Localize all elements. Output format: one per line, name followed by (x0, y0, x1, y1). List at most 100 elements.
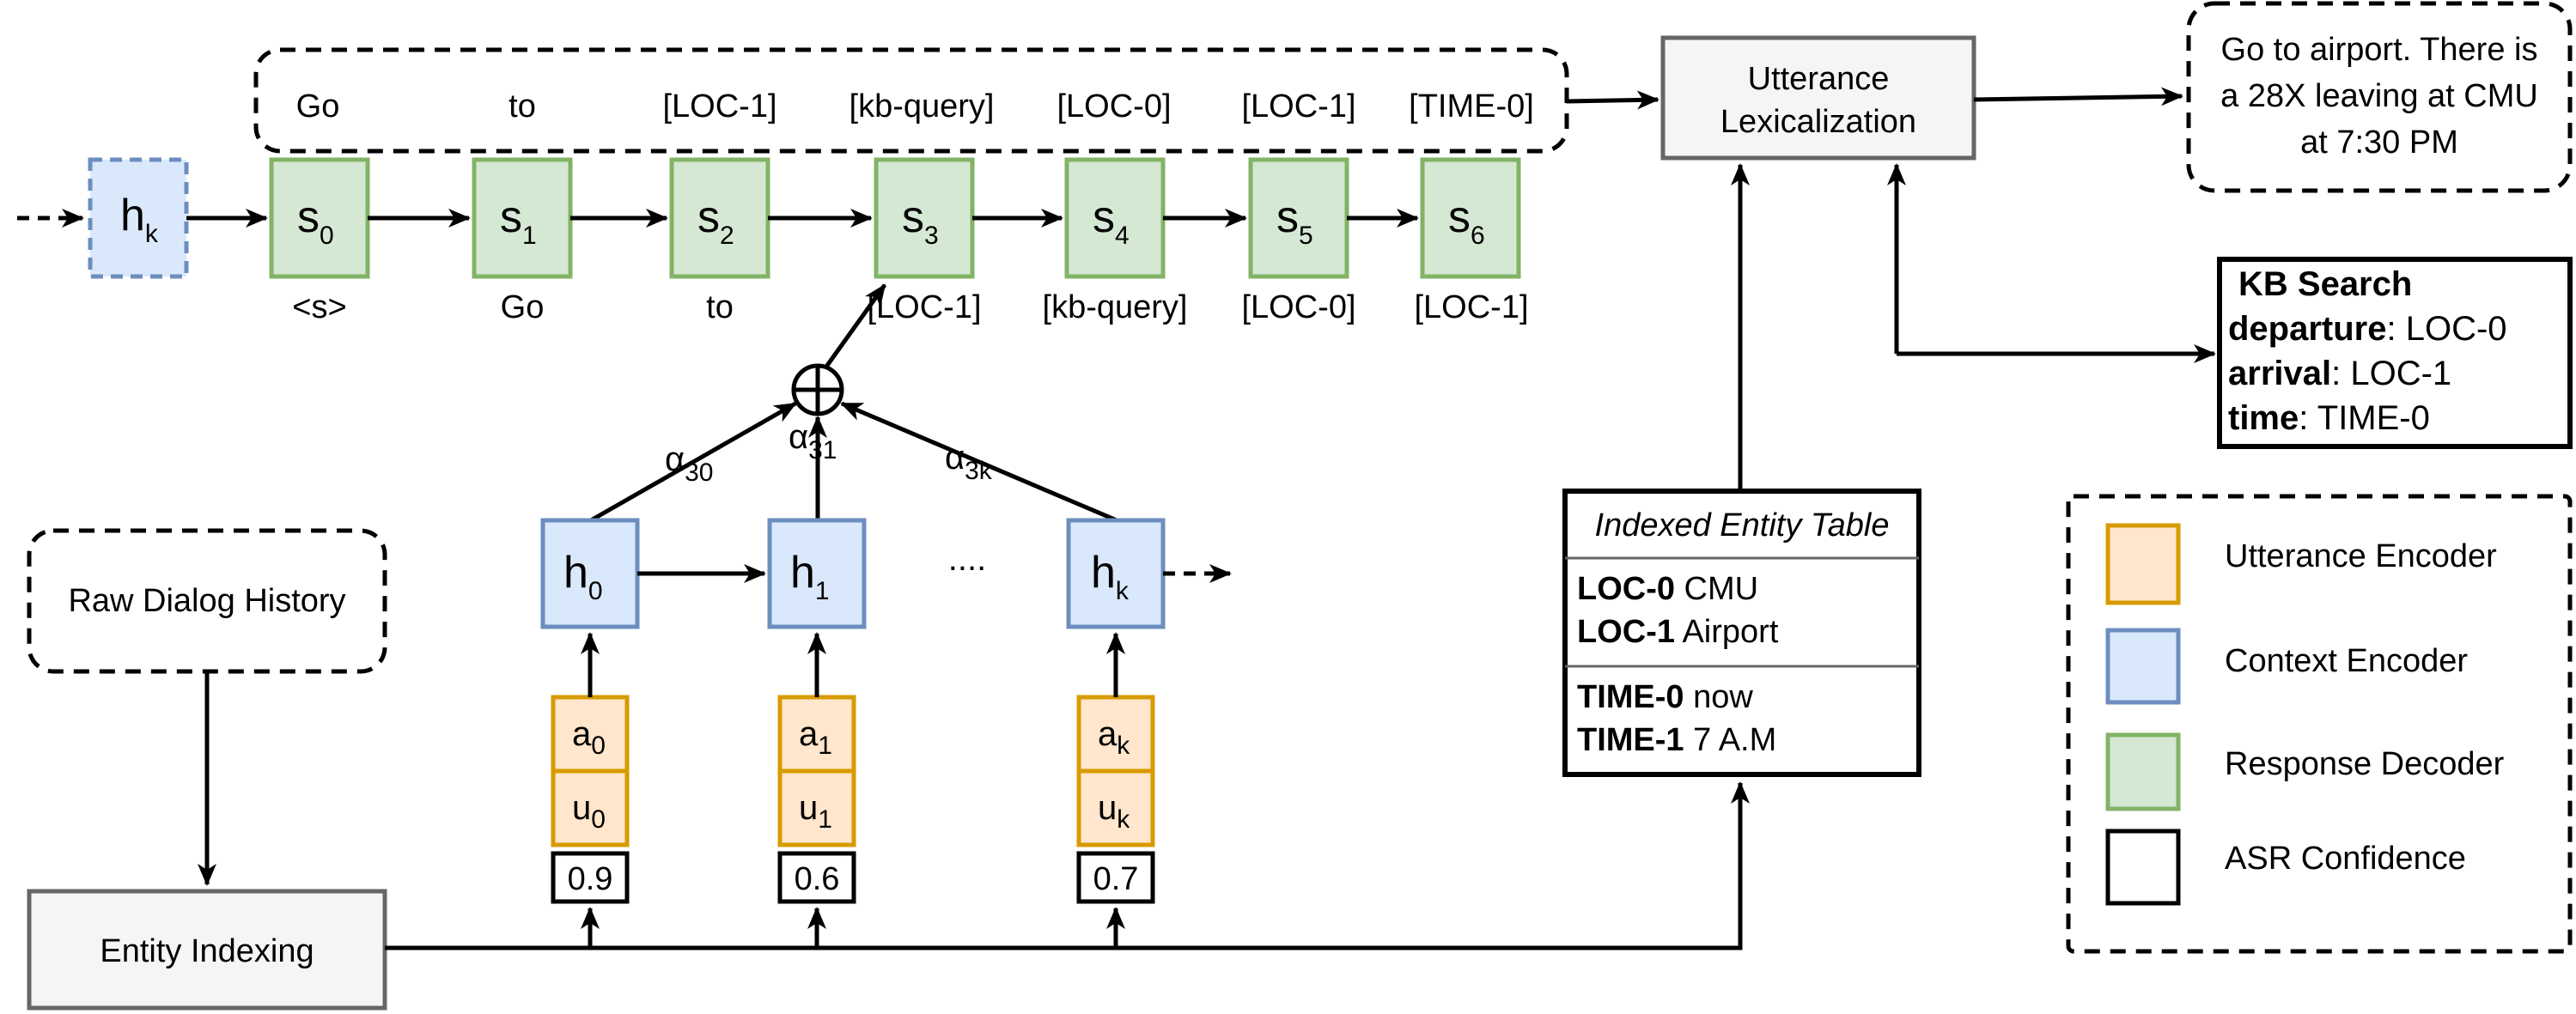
decoder-states: s0 s1 s2 s3 s4 s5 s6 (269, 157, 1521, 279)
decoder-word: [LOC-0] (1057, 88, 1171, 124)
decoder-state-label: s4 (1093, 192, 1130, 250)
encoder-u-box (1076, 768, 1155, 847)
confidence-box (551, 851, 630, 904)
raw-dialog-history-label: Raw Dialog History (68, 583, 345, 619)
attention-arrow (589, 401, 797, 523)
confidence-value: 0.6 (795, 861, 840, 897)
decoder-state-label: s0 (297, 192, 334, 250)
context-state-label: hk (1091, 548, 1130, 605)
decoder-state-box (472, 157, 573, 279)
legend-label: ASR Confidence (2225, 841, 2466, 877)
entity-row: TIME-0 now (1577, 679, 1753, 715)
decoder-output-words: Go to [LOC-1] [kb-query] [LOC-0] [LOC-1]… (296, 88, 1534, 124)
indexed-entity-table: Indexed Entity Table LOC-0 CMU LOC-1 Air… (1562, 489, 1921, 777)
output-response-line: a 28X leaving at CMU (2220, 78, 2538, 114)
lexicalization-to-output-arrow (1973, 87, 2183, 106)
prev-context-label: hk (120, 191, 159, 248)
decoder-state-label: s6 (1448, 192, 1485, 250)
decoder-input: Go (501, 289, 545, 325)
utterance-lexicalization-label: Lexicalization (1720, 104, 1916, 140)
utterance-lexicalization-label: Utterance (1748, 61, 1890, 97)
attention-weight: α3k (945, 439, 993, 485)
attention-weight: α30 (665, 440, 714, 487)
encoder-u-label: uk (1098, 789, 1130, 834)
encoder-u-box (777, 768, 856, 847)
context-state-box (767, 518, 867, 629)
decoder-state-box (1420, 157, 1521, 279)
attention-weights: α30 α31 α3k (665, 418, 993, 487)
context-ellipsis: .... (948, 540, 986, 578)
kb-search-row: time: TIME-0 (2228, 399, 2430, 437)
context-state-label: h0 (563, 548, 603, 605)
encoder-a-label: ak (1098, 715, 1130, 760)
kb-search-row: arrival: LOC-1 (2228, 355, 2451, 392)
decoder-input: [LOC-1] (1414, 289, 1528, 325)
decoder-input: [kb-query] (1043, 289, 1188, 325)
legend: Utterance Encoder Context Encoder Respon… (2066, 494, 2573, 954)
decoder-state-label: s1 (500, 192, 537, 250)
entity-table-box (1562, 489, 1921, 777)
decoder-state-label: s3 (902, 192, 939, 250)
confidence-box (777, 851, 856, 904)
decoder-word: [LOC-1] (1241, 88, 1355, 124)
indexing-bus-line (385, 781, 1750, 950)
encoder-u-box (551, 768, 630, 847)
encoder-a-label: a1 (799, 715, 832, 760)
decoder-input: to (706, 289, 734, 325)
entity-indexing-box (27, 889, 387, 1011)
decoder-word: [TIME-0] (1409, 88, 1534, 124)
legend-label: Utterance Encoder (2225, 538, 2497, 574)
entity-indexing-label: Entity Indexing (100, 933, 314, 969)
decoder-state-label: s2 (697, 192, 734, 250)
context-state-box (1066, 518, 1166, 629)
decoder-word: [LOC-1] (662, 88, 776, 124)
decoder-input: [LOC-0] (1241, 289, 1355, 325)
kb-search-box-group: KB Search departure: LOC-0 arrival: LOC-… (2217, 257, 2573, 449)
context-state-box (540, 518, 640, 629)
words-to-lexicalization-arrow (1566, 90, 1659, 110)
decoder-input: [LOC-1] (867, 289, 981, 325)
legend-label: Response Decoder (2225, 746, 2505, 782)
legend-label: Context Encoder (2225, 643, 2468, 679)
decoder-state-box (269, 157, 370, 279)
decoder-state-box (874, 157, 975, 279)
legend-box (2066, 494, 2573, 954)
attention-sum (589, 283, 1117, 523)
confidence-value: 0.9 (568, 861, 613, 897)
context-encoder: h0 h1 hk .... (540, 518, 1232, 629)
utterance-encoder: a0 u0 0.9 a1 u1 0.6 ak uk 0.7 (551, 632, 1155, 904)
entity-row: LOC-1 Airport (1577, 614, 1779, 650)
decoder-state-box (1248, 157, 1349, 279)
decoder-word: [kb-query] (850, 88, 995, 124)
encoder-u-label: u0 (572, 789, 606, 834)
attention-weight: α31 (789, 418, 837, 464)
output-response-line: at 7:30 PM (2300, 124, 2458, 161)
output-response-box (2186, 1, 2573, 193)
plus-icon (794, 366, 842, 414)
attention-arrow (840, 401, 1117, 523)
legend-swatch-asr-confidence (2105, 829, 2181, 906)
legend-swatch-utterance-encoder (2105, 523, 2181, 605)
decoder-inputs: <s> Go to [LOC-1] [kb-query] [LOC-0] [LO… (292, 289, 1528, 325)
decoder-word: Go (296, 88, 340, 124)
context-state-label: h1 (790, 548, 830, 605)
decoder-word: to (509, 88, 536, 124)
confidence-box (1076, 851, 1155, 904)
utterance-lexicalization-box (1660, 35, 1976, 161)
entity-row: LOC-0 CMU (1577, 571, 1758, 607)
kb-search-box (2217, 257, 2573, 449)
output-response-line: Go to airport. There is (2221, 32, 2538, 68)
encoder-a-label: a0 (572, 715, 606, 760)
kb-search-row: departure: LOC-0 (2228, 310, 2507, 348)
legend-swatch-context-encoder (2105, 628, 2181, 705)
sum-to-s3-arrow (824, 283, 887, 368)
legend-swatch-response-decoder (2105, 732, 2181, 811)
kb-search-title: KB Search (2238, 265, 2412, 303)
entity-row: TIME-1 7 A.M (1577, 722, 1776, 758)
confidence-value: 0.7 (1093, 861, 1139, 897)
entity-table-title: Indexed Entity Table (1595, 507, 1890, 543)
decoder-input: <s> (292, 289, 346, 325)
encoder-u-label: u1 (799, 789, 832, 834)
prev-context-state (88, 157, 189, 279)
